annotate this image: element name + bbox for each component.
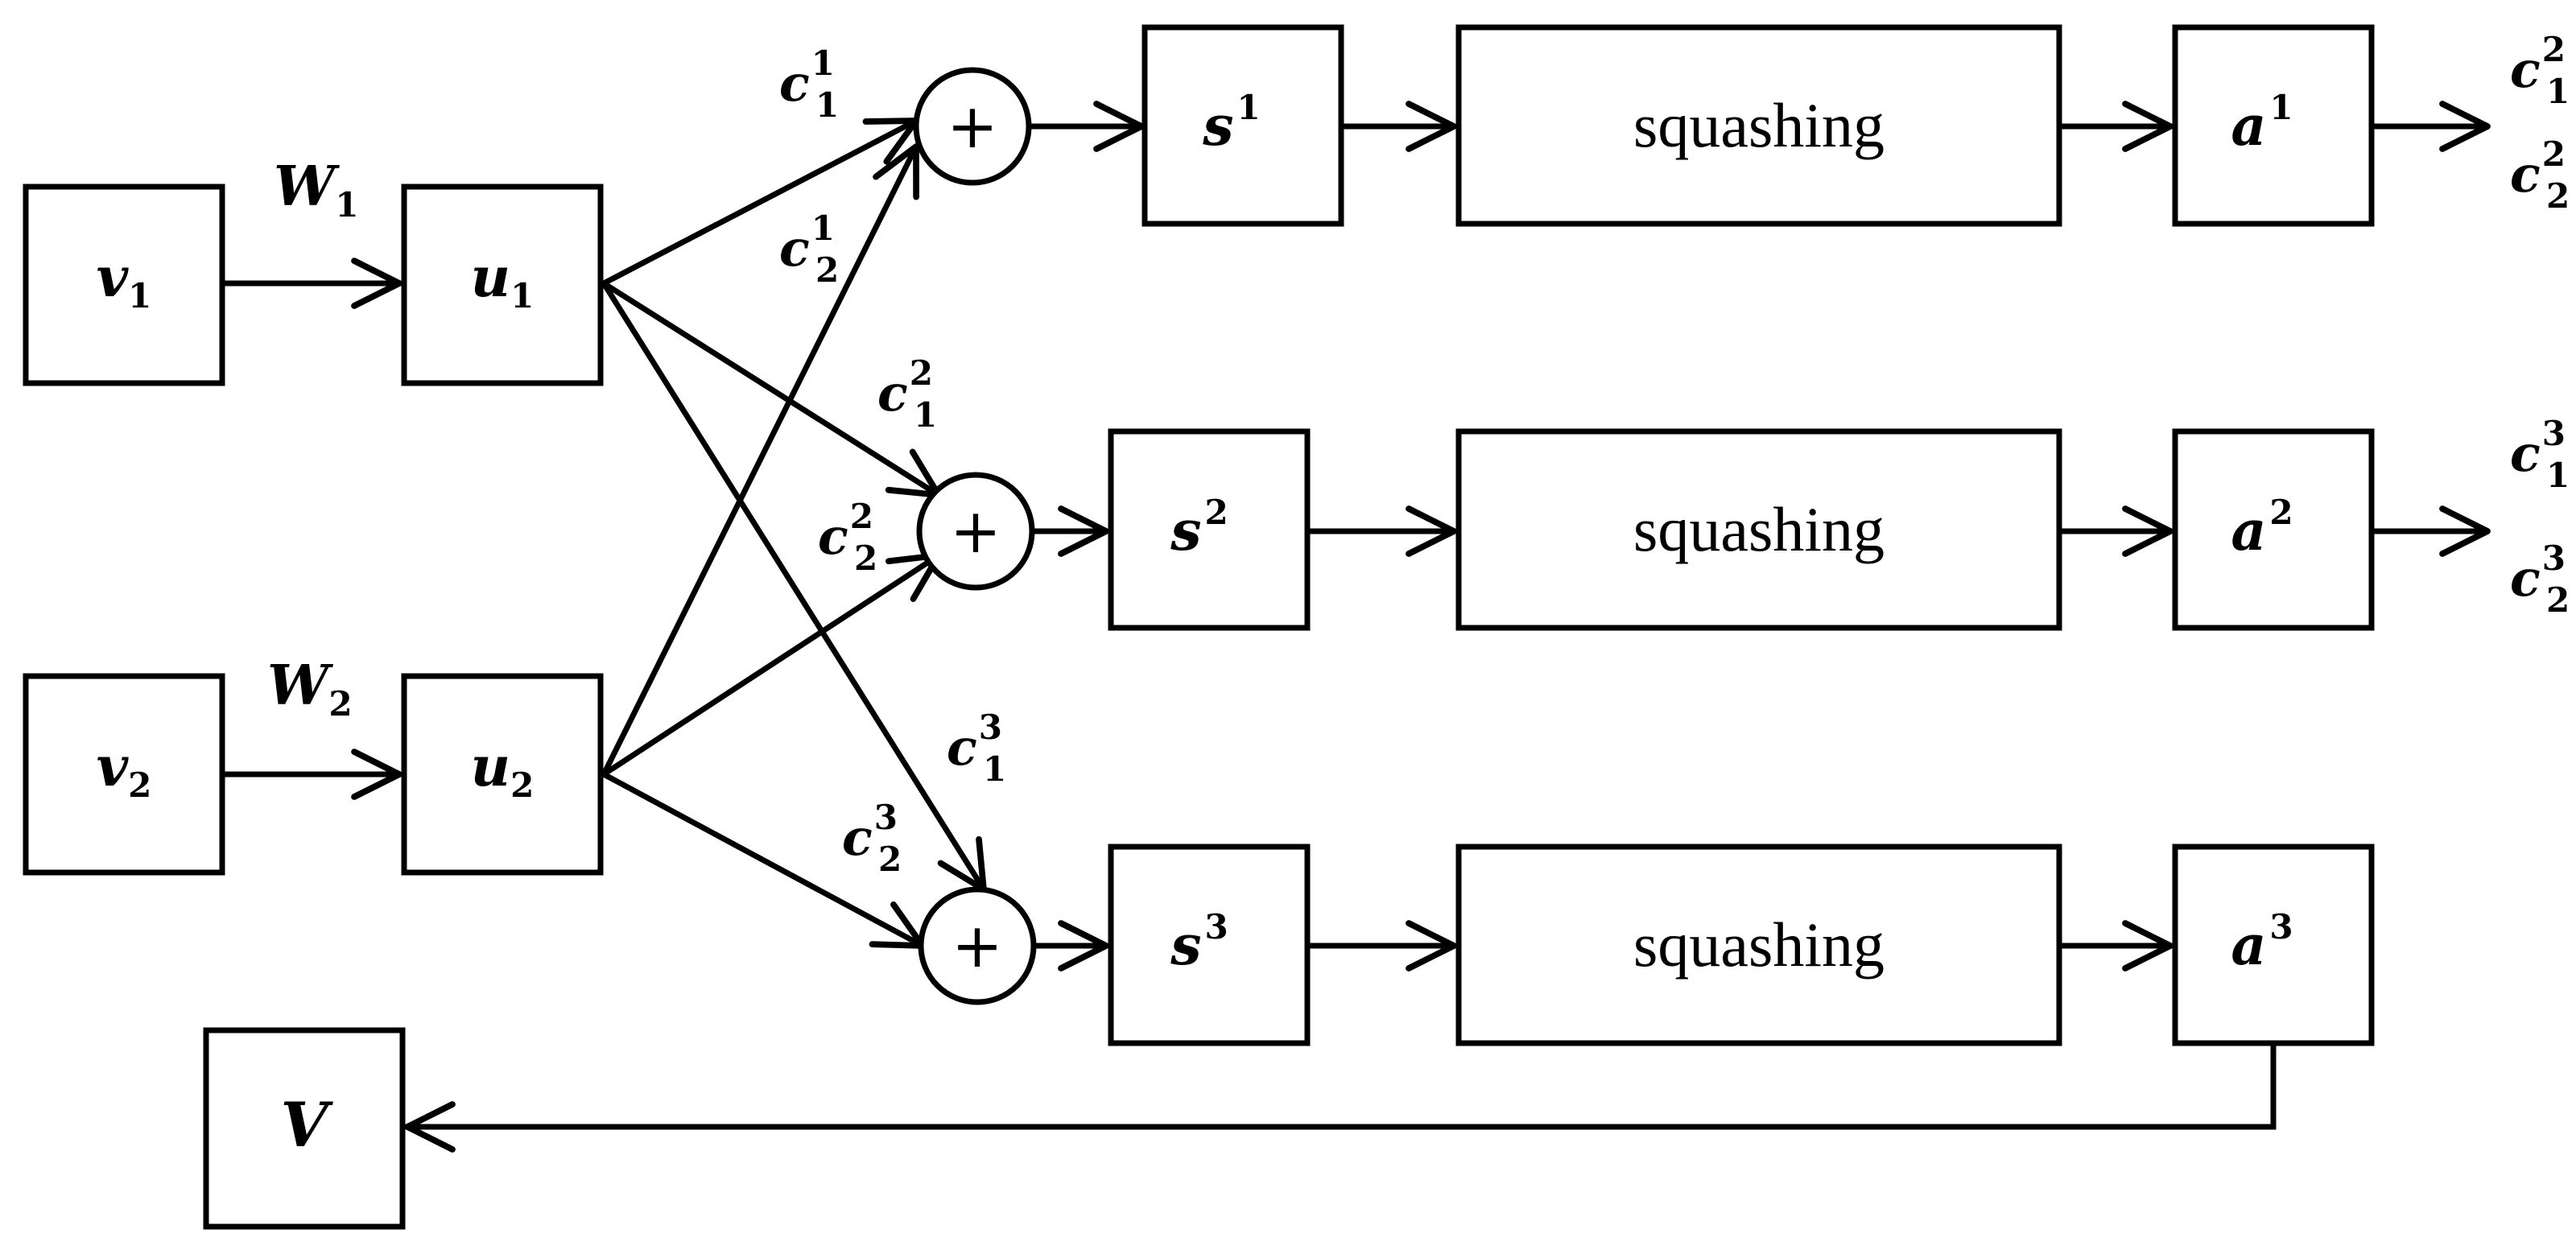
activation-box-a3: a3 [2172,844,2375,1046]
arrow-a3-to-v [404,1040,2277,1153]
weight-label-w1: W1 [274,155,359,225]
sum-box-s1: s1 [1141,24,1344,227]
plus-icon: + [950,495,1001,567]
route-u2-to-sum1 [601,143,919,778]
svg-text:v2: v2 [97,735,152,805]
sum-box-s2: s2 [1108,428,1311,631]
activation-box-a2: a2 [2172,428,2375,631]
svg-text:v1: v1 [97,245,152,316]
svg-text:a2: a2 [2231,493,2293,563]
squashing-box-1: squashing [1455,24,2062,227]
squashing-box-3: squashing [1455,844,2062,1046]
svg-text:s3: s3 [1170,907,1228,978]
svg-text:u1: u1 [471,245,535,316]
prediction-box-u2: u2 [401,673,604,876]
activation-box-a1: a1 [2172,24,2375,227]
plus-icon: + [952,910,1003,981]
svg-text:squashing: squashing [1633,910,1885,980]
route-u1-to-sum3 [601,280,987,893]
svg-text:V: V [281,1089,334,1161]
sum-box-s3: s3 [1108,844,1311,1046]
svg-text:a3: a3 [2231,907,2293,978]
input-box-v1: v1 [23,184,225,386]
input-box-v2: v2 [23,673,225,876]
sum-node-3: + [918,886,1037,1005]
squashing-box-2: squashing [1455,428,2062,631]
svg-text:a1: a1 [2231,88,2293,159]
prediction-box-u1: u1 [401,184,604,386]
route-u1-to-sum2 [601,280,942,498]
sum-node-2: + [916,472,1035,591]
route-u2-to-sum2 [601,552,942,778]
output-box-v: V [203,1027,406,1230]
svg-text:squashing: squashing [1633,494,1885,564]
sum-node-1: + [913,67,1032,186]
plus-icon: + [947,90,998,162]
svg-text:s1: s1 [1202,88,1261,159]
route-u2-to-sum3 [601,771,926,949]
route-u1-to-sum1 [601,118,919,287]
svg-text:u2: u2 [471,735,535,805]
svg-text:s2: s2 [1170,493,1228,563]
svg-text:squashing: squashing [1633,90,1885,160]
weight-label-w2: W2 [267,654,353,724]
